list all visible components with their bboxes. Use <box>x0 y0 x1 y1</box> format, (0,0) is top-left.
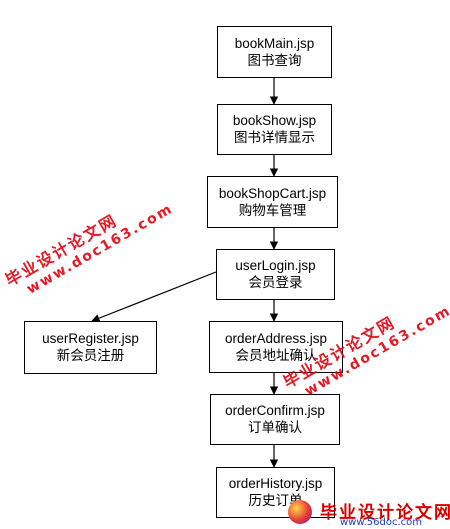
node-bookShopCart-name: bookShopCart.jsp <box>218 185 327 201</box>
edge-userLogin-userRegister <box>91 271 217 323</box>
node-bookMain-desc: 图书查询 <box>247 52 302 69</box>
node-userLogin: userLogin.jsp 会员登录 <box>216 249 335 300</box>
node-userLogin-name: userLogin.jsp <box>235 258 316 273</box>
node-userRegister-desc: 新会员注册 <box>56 348 125 364</box>
node-orderHistory-name: orderHistory.jsp <box>228 476 323 491</box>
node-orderConfirm-name: orderConfirm.jsp <box>225 403 325 418</box>
node-bookMain: bookMain.jsp 图书查询 <box>217 26 332 78</box>
node-bookShopCart: bookShopCart.jsp 购物车管理 <box>207 176 338 228</box>
node-userLogin-desc: 会员登录 <box>248 275 303 291</box>
node-orderConfirm: orderConfirm.jsp 订单确认 <box>210 394 340 445</box>
logo-mark-icon <box>288 500 312 524</box>
node-userRegister-name: userRegister.jsp <box>42 331 139 346</box>
node-bookShow: bookShow.jsp 图书详情显示 <box>217 104 332 155</box>
site-logo: 毕业设计论文网 www.56doc.com <box>288 496 450 529</box>
logo-site: www.56doc.com <box>340 517 423 528</box>
node-orderHistory: orderHistory.jsp 历史订单 <box>216 467 335 518</box>
logo-title: 毕业设计论文网 <box>320 503 450 523</box>
node-bookShow-desc: 图书详情显示 <box>234 130 315 146</box>
node-bookShow-name: bookShow.jsp <box>232 113 317 128</box>
node-orderAddress-name: orderAddress.jsp <box>224 330 328 346</box>
node-userRegister: userRegister.jsp 新会员注册 <box>24 321 157 374</box>
node-bookShopCart-desc: 购物车管理 <box>238 202 307 219</box>
node-orderAddress: orderAddress.jsp 会员地址确认 <box>209 321 343 373</box>
node-bookMain-name: bookMain.jsp <box>234 35 315 51</box>
node-orderConfirm-desc: 订单确认 <box>248 420 302 436</box>
node-orderAddress-desc: 会员地址确认 <box>235 347 317 364</box>
